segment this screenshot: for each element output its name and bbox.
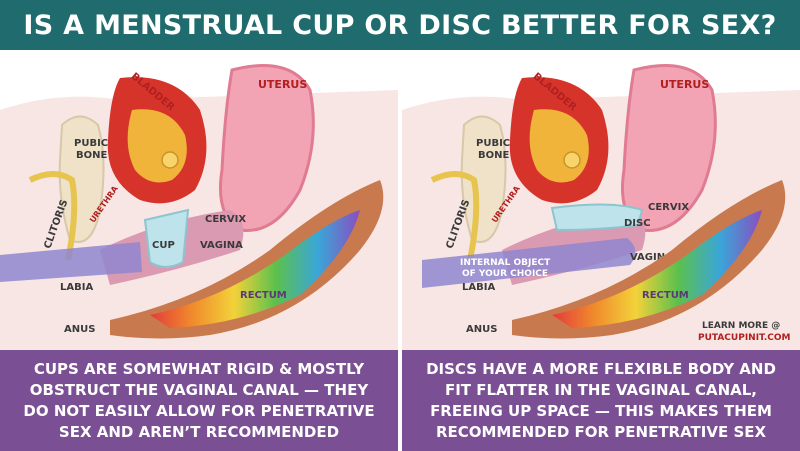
rectum-label: RECTUM — [240, 290, 287, 301]
rectum — [512, 180, 786, 339]
labia-label: LABIA — [462, 282, 495, 293]
title-banner: IS A MENSTRUAL CUP OR DISC BETTER FOR SE… — [0, 0, 800, 50]
learn-more-label: LEARN MORE @ — [702, 321, 780, 331]
panel-divider — [398, 50, 402, 451]
cup-label: CUP — [152, 240, 175, 251]
disc-label: DISC — [624, 218, 651, 229]
bladder-fruit — [161, 151, 179, 169]
page-title: IS A MENSTRUAL CUP OR DISC BETTER FOR SE… — [23, 9, 777, 41]
pubic-bone-label-2: BONE — [478, 150, 509, 161]
cup-anatomy-illustration: PUBIC BONE UTERUS BLADDER CLITORIS URETH… — [0, 64, 398, 350]
rectum-inner — [552, 210, 762, 328]
uterus — [218, 64, 315, 232]
vagina-label: VAGINA — [200, 240, 243, 251]
uterus — [620, 64, 717, 232]
menstrual-disc — [550, 203, 644, 232]
website-link[interactable]: PUTACUPINIT.COM — [698, 333, 790, 343]
vagina-label: VAGINA — [630, 252, 673, 263]
object-label-2: OF YOUR CHOICE — [462, 269, 548, 279]
cervix-label: CERVIX — [205, 214, 246, 225]
clitoris — [430, 171, 480, 261]
inserted-object — [0, 242, 142, 282]
pubic-bone — [58, 115, 105, 243]
object-label: INTERNAL OBJECT — [460, 258, 551, 268]
cup-caption: CUPS ARE SOMEWHAT RIGID & MOSTLY OBSTRUC… — [0, 350, 398, 451]
disc-anatomy-illustration: PUBIC BONE UTERUS BLADDER CLITORIS URETH… — [402, 64, 800, 350]
pubic-bone — [460, 115, 507, 243]
clitoris — [28, 171, 78, 261]
pubic-bone-label-2: BONE — [76, 150, 107, 161]
rectum-inner — [150, 210, 360, 328]
uterus-label: UTERUS — [258, 78, 307, 91]
uterus-label: UTERUS — [660, 78, 709, 91]
cup-caption-text: CUPS ARE SOMEWHAT RIGID & MOSTLY OBSTRUC… — [23, 359, 375, 441]
disc-caption-text: DISCS HAVE A MORE FLEXIBLE BODY AND FIT … — [426, 359, 776, 441]
pubic-bone-label: PUBIC — [476, 138, 510, 149]
anus-label: ANUS — [466, 324, 497, 335]
bladder-fruit — [563, 151, 581, 169]
disc-caption: DISCS HAVE A MORE FLEXIBLE BODY AND FIT … — [402, 350, 800, 451]
anus-label: ANUS — [64, 324, 95, 335]
rectum-label: RECTUM — [642, 290, 689, 301]
cup-diagram-panel: PUBIC BONE UTERUS BLADDER CLITORIS URETH… — [0, 50, 398, 350]
rectum — [110, 180, 384, 339]
internal-object — [422, 238, 636, 288]
labia-label: LABIA — [60, 282, 93, 293]
menstrual-cup — [143, 208, 190, 268]
pubic-bone-label: PUBIC — [74, 138, 108, 149]
cervix-label: CERVIX — [648, 202, 689, 213]
disc-diagram-panel: PUBIC BONE UTERUS BLADDER CLITORIS URETH… — [402, 50, 800, 350]
